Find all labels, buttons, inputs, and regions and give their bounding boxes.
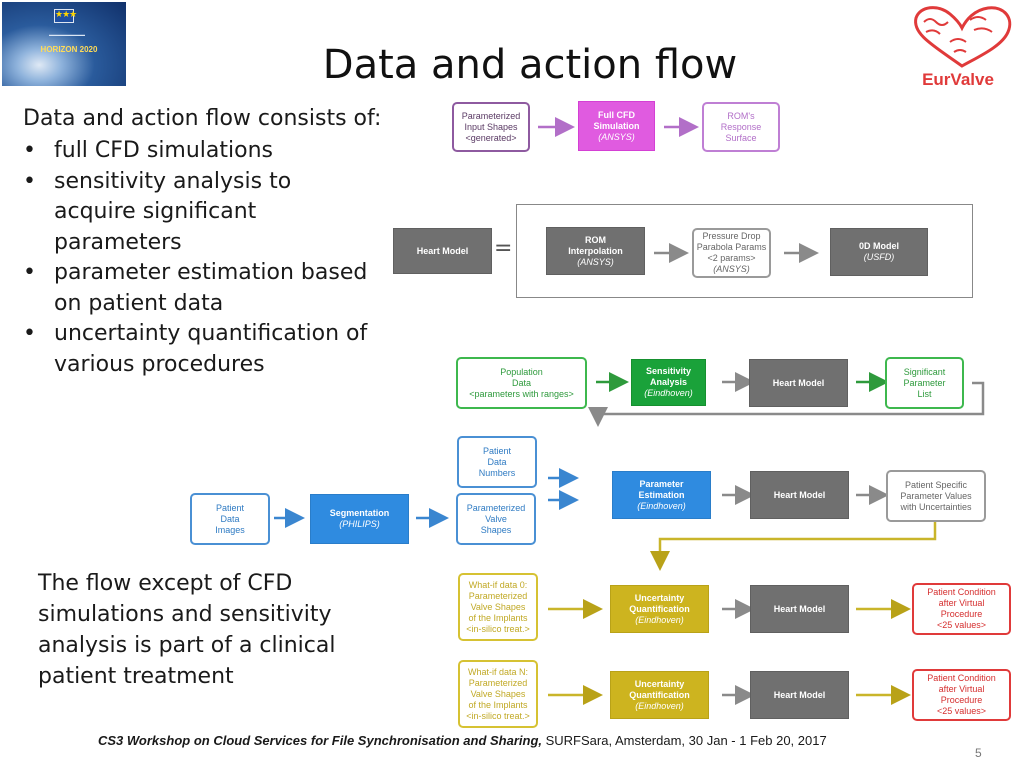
- bullet-item: •sensitivity analysis to acquire signifi…: [23, 168, 292, 255]
- heart-model-frame: [516, 204, 973, 298]
- bullet-item: •uncertainty quantification of various p…: [23, 321, 368, 377]
- heart-logo-icon: [914, 6, 1012, 68]
- heart-model-def-box: Heart Model: [393, 228, 492, 274]
- 0d-model-box: 0D Model(USFD): [830, 228, 928, 276]
- heart-model-box: Heart Model: [749, 359, 848, 407]
- eurvalve-caption: EurValve: [922, 70, 994, 89]
- bullet-item: •full CFD simulations: [23, 138, 274, 163]
- eurvalve-logo: EurValve: [904, 2, 1019, 89]
- heart-model-box: Heart Model: [750, 671, 849, 719]
- bullet-list: •full CFD simulations •sensitivity analy…: [23, 136, 368, 380]
- horizon-2020-logo: ★★★ ▬▬▬▬▬▬▬▬▬ HORIZON 2020: [2, 2, 126, 86]
- heart-model-box: Heart Model: [750, 585, 849, 633]
- bullet-item: •parameter estimation based on patient d…: [23, 260, 368, 316]
- eu-flag-icon: ★★★: [54, 9, 77, 23]
- slide-title: Data and action flow: [322, 42, 738, 88]
- equals-sign: =: [494, 236, 513, 261]
- heart-model-box: Heart Model: [750, 471, 849, 519]
- segmentation-box: Segmentation(PHILIPS): [310, 494, 409, 544]
- horizon-2020-caption: HORIZON 2020: [40, 45, 98, 54]
- clinical-note: The flow except of CFD simulations and s…: [38, 571, 336, 689]
- intro-text: Data and action flow consists of:: [23, 106, 382, 131]
- footer: CS3 Workshop on Cloud Services for File …: [98, 733, 827, 748]
- page-number: 5: [975, 746, 982, 760]
